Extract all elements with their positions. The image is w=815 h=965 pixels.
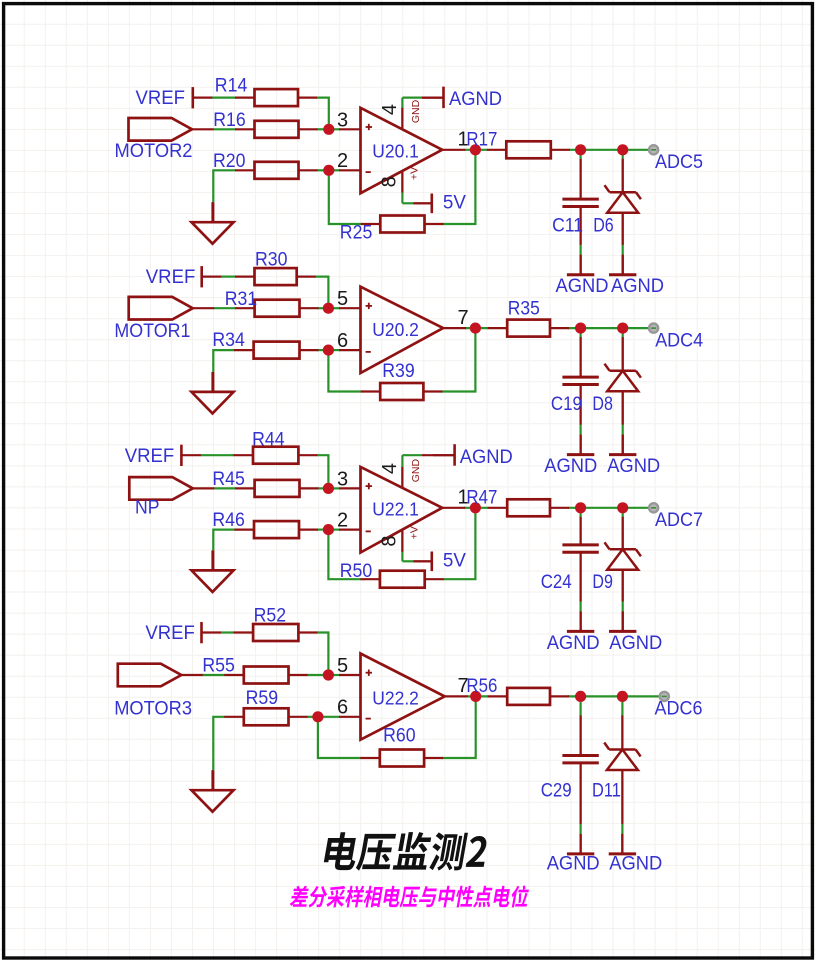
- svg-text:GND: GND: [410, 459, 422, 483]
- svg-text:VREF: VREF: [125, 445, 175, 467]
- svg-text:7: 7: [458, 675, 469, 697]
- svg-text:VREF: VREF: [146, 266, 196, 288]
- svg-text:R56: R56: [466, 675, 497, 697]
- svg-text:R50: R50: [340, 560, 373, 582]
- svg-text:6: 6: [337, 697, 348, 719]
- svg-text:D6: D6: [593, 215, 614, 237]
- svg-text:4: 4: [379, 463, 401, 474]
- svg-text:5V: 5V: [443, 550, 466, 572]
- svg-text:5: 5: [337, 288, 348, 310]
- svg-text:U20.2: U20.2: [372, 320, 419, 340]
- svg-text:R59: R59: [246, 687, 279, 709]
- svg-text:+V: +V: [409, 526, 421, 539]
- svg-text:ADC5: ADC5: [655, 151, 703, 173]
- svg-text:R16: R16: [213, 109, 246, 131]
- svg-text:C19: C19: [551, 393, 582, 415]
- svg-text:GND: GND: [410, 99, 422, 123]
- svg-text:1: 1: [458, 129, 469, 151]
- svg-text:U22.2: U22.2: [372, 688, 419, 708]
- svg-text:U22.1: U22.1: [372, 500, 419, 520]
- svg-text:2: 2: [337, 510, 348, 532]
- svg-text:R25: R25: [340, 222, 373, 244]
- svg-text:7: 7: [458, 307, 469, 329]
- svg-text:ADC7: ADC7: [655, 509, 703, 531]
- svg-text:AGND: AGND: [609, 632, 662, 654]
- svg-text:AGND: AGND: [609, 853, 662, 875]
- svg-text:R44: R44: [252, 429, 285, 451]
- svg-text:3: 3: [337, 109, 348, 131]
- svg-text:2: 2: [337, 150, 348, 172]
- svg-text:R39: R39: [382, 360, 415, 382]
- svg-text:NP: NP: [135, 497, 160, 519]
- svg-text:4: 4: [379, 104, 401, 115]
- svg-text:C29: C29: [541, 779, 572, 801]
- svg-text:AGND: AGND: [544, 455, 597, 477]
- svg-text:6: 6: [337, 330, 348, 352]
- svg-text:8: 8: [379, 176, 401, 187]
- svg-text:AGND: AGND: [611, 275, 664, 297]
- svg-text:U20.1: U20.1: [372, 142, 419, 162]
- svg-text:AGND: AGND: [547, 853, 600, 875]
- svg-text:AGND: AGND: [547, 632, 600, 654]
- svg-text:D11: D11: [592, 779, 621, 801]
- svg-text:MOTOR1: MOTOR1: [114, 320, 190, 342]
- svg-text:ADC4: ADC4: [655, 329, 703, 351]
- svg-text:C24: C24: [541, 571, 572, 593]
- svg-text:R60: R60: [383, 725, 416, 747]
- svg-text:R20: R20: [213, 150, 246, 172]
- svg-text:R30: R30: [255, 249, 288, 271]
- svg-text:MOTOR2: MOTOR2: [115, 140, 193, 162]
- svg-text:R45: R45: [212, 468, 245, 490]
- svg-text:8: 8: [379, 536, 401, 547]
- svg-text:R35: R35: [508, 297, 540, 319]
- svg-text:AGND: AGND: [449, 88, 502, 110]
- svg-text:D8: D8: [592, 393, 613, 415]
- svg-text:D9: D9: [592, 571, 613, 593]
- svg-text:AGND: AGND: [556, 275, 609, 297]
- svg-text:1: 1: [458, 487, 469, 509]
- svg-text:VREF: VREF: [136, 87, 186, 109]
- svg-text:R34: R34: [212, 329, 245, 351]
- svg-text:5: 5: [337, 655, 348, 677]
- svg-text:R55: R55: [202, 655, 235, 677]
- svg-text:+V: +V: [409, 167, 421, 180]
- svg-text:R14: R14: [215, 74, 248, 96]
- svg-text:VREF: VREF: [145, 622, 195, 644]
- svg-text:R17: R17: [466, 129, 497, 151]
- svg-text:AGND: AGND: [460, 446, 513, 468]
- svg-text:MOTOR3: MOTOR3: [114, 697, 192, 719]
- svg-text:5V: 5V: [443, 192, 466, 214]
- svg-text:R47: R47: [466, 487, 497, 509]
- svg-text:ADC6: ADC6: [655, 698, 703, 720]
- svg-text:R52: R52: [254, 605, 287, 627]
- svg-text:R31: R31: [225, 288, 258, 310]
- svg-text:AGND: AGND: [607, 455, 660, 477]
- svg-text:R46: R46: [212, 509, 245, 531]
- svg-text:C11: C11: [552, 215, 583, 237]
- svg-text:3: 3: [337, 468, 348, 490]
